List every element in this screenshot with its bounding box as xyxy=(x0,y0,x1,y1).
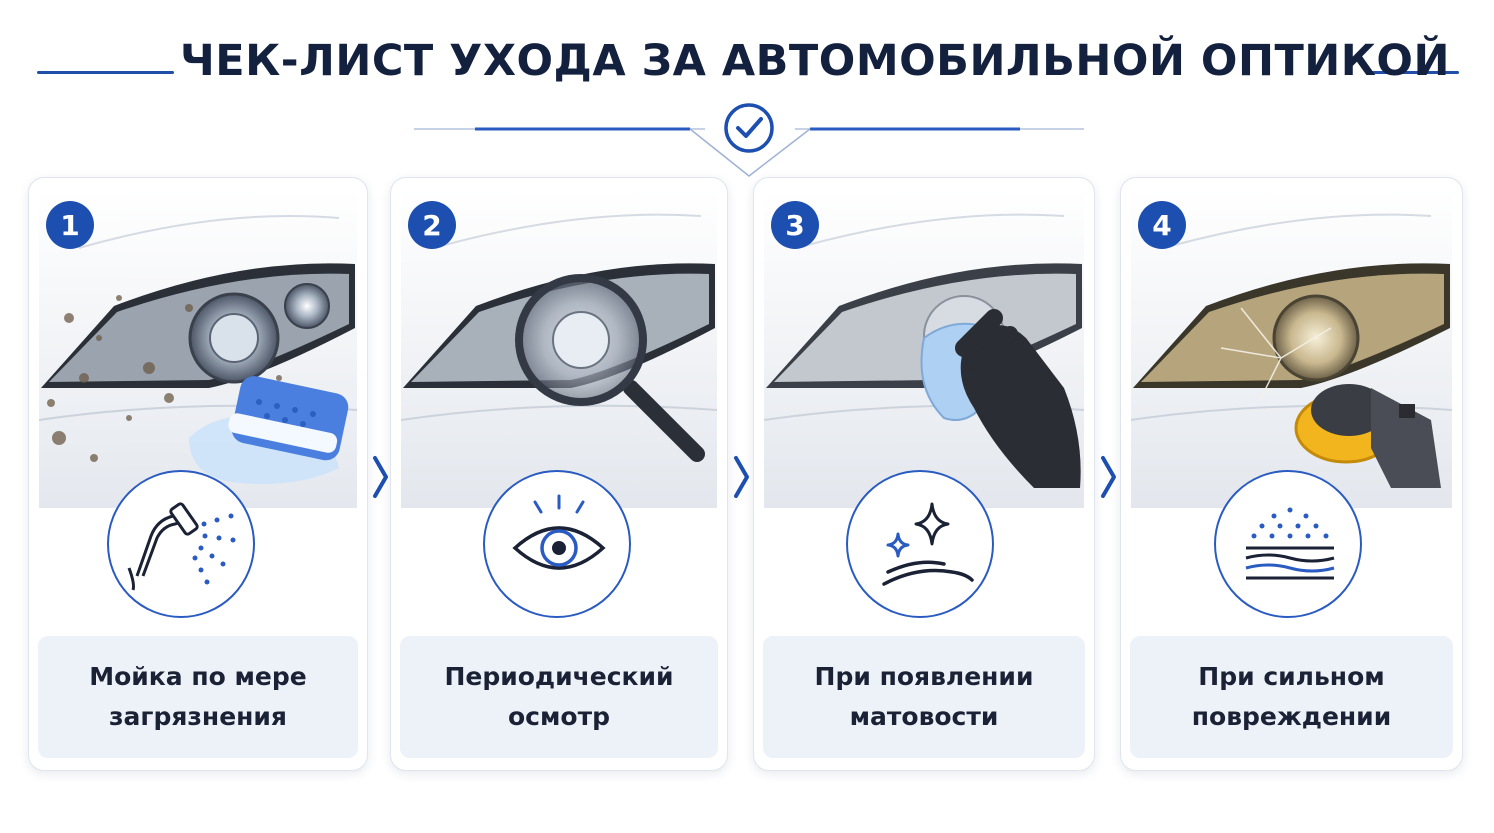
step-label-line-2: повреждении xyxy=(1191,702,1392,731)
layers-particles-icon xyxy=(1245,507,1335,580)
step-card-3: 3 При появлении матовости xyxy=(753,177,1095,771)
gloved-hand xyxy=(955,309,1081,488)
sparkle-icon xyxy=(882,502,974,586)
step-number-badge: 3 xyxy=(771,201,819,249)
page-title: ЧЕК-ЛИСТ УХОДА ЗА АВТОМОБИЛЬНОЙ ОПТИКОЙ xyxy=(180,36,1450,86)
shower-spray-icon xyxy=(127,502,236,591)
step-icon-circle xyxy=(483,470,631,618)
title-rule-right xyxy=(1366,71,1459,74)
magnifier xyxy=(515,274,705,462)
step-label: При появлении матовости xyxy=(763,636,1085,758)
dirty-headlight-illustration xyxy=(39,188,357,508)
eye-icon xyxy=(512,494,606,570)
chevron-right-icon xyxy=(734,456,749,498)
step-label-line-1: Периодический xyxy=(444,662,674,691)
check-circle-icon xyxy=(724,103,774,153)
step-number-badge: 4 xyxy=(1138,201,1186,249)
step-label: При сильном повреждении xyxy=(1130,636,1453,758)
step-label-line-2: загрязнения xyxy=(108,702,287,731)
step-number-badge: 2 xyxy=(408,201,456,249)
step-icon-circle xyxy=(1214,470,1362,618)
step-label: Периодический осмотр xyxy=(400,636,718,758)
step-label-line-2: осмотр xyxy=(508,702,610,731)
step-icon-circle xyxy=(107,470,255,618)
step-label-line-1: Мойка по мере xyxy=(89,662,307,691)
step-label-line-1: При появлении xyxy=(814,662,1034,691)
cloth-wipe-headlight-illustration xyxy=(764,188,1084,508)
title-rule-left xyxy=(37,71,174,74)
chevron-right-icon xyxy=(1101,456,1116,498)
step-label-line-1: При сильном xyxy=(1198,662,1385,691)
step-label-line-2: матовости xyxy=(849,702,999,731)
step-card-1: 1 Мойка по мере загрязнения xyxy=(28,177,368,771)
sponge xyxy=(189,376,349,484)
step-icon-circle xyxy=(846,470,994,618)
magnifier-headlight-illustration xyxy=(401,188,717,508)
step-card-4: 4 При сильном повреждении xyxy=(1120,177,1463,771)
chevron-right-icon xyxy=(373,456,388,498)
step-label: Мойка по мере загрязнения xyxy=(38,636,358,758)
polisher xyxy=(1294,384,1441,488)
step-number-badge: 1 xyxy=(46,201,94,249)
polisher-headlight-illustration xyxy=(1131,188,1452,508)
header-decoration xyxy=(414,103,1084,177)
step-card-2: 2 Периодический осмотр xyxy=(390,177,728,771)
